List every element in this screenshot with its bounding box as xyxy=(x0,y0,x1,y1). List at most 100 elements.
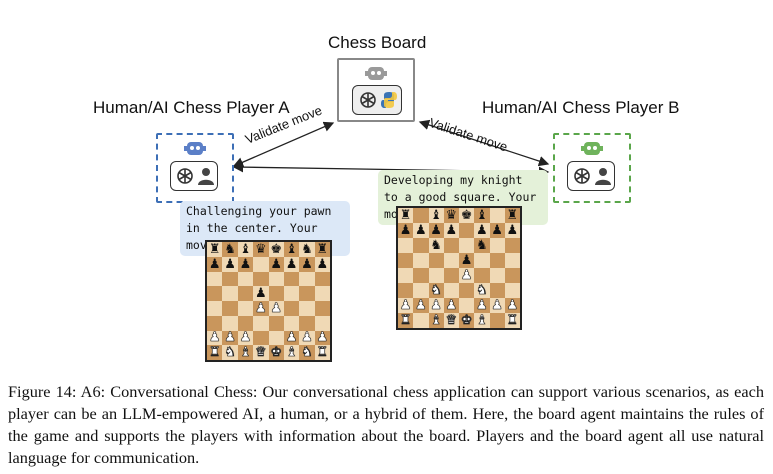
black-piece: ♜ xyxy=(316,241,329,257)
board-square: ♟ xyxy=(299,330,315,346)
board-square: ♟ xyxy=(283,256,300,272)
board-square xyxy=(253,330,269,346)
player-a-label: Human/AI Chess Player A xyxy=(93,98,290,117)
board-square: ♞ xyxy=(428,238,444,253)
board-square xyxy=(237,315,254,331)
white-piece: ♛ xyxy=(254,345,267,361)
board-square xyxy=(222,271,238,287)
board-square: ♞ xyxy=(222,242,238,257)
board-square: ♟ xyxy=(237,256,254,272)
board-square: ♞ xyxy=(474,238,490,253)
black-piece: ♟ xyxy=(239,256,252,272)
board-square: ♞ xyxy=(474,283,490,298)
white-piece: ♟ xyxy=(224,330,236,346)
board-square xyxy=(504,238,520,253)
board-square xyxy=(413,238,429,253)
board-square xyxy=(459,283,475,298)
black-piece: ♟ xyxy=(285,256,298,272)
board-square: ♜ xyxy=(504,313,520,328)
board-square xyxy=(398,283,414,298)
board-square: ♟ xyxy=(253,286,269,302)
board-square xyxy=(222,315,238,331)
board-square xyxy=(237,271,254,287)
black-piece: ♟ xyxy=(476,223,488,238)
white-piece: ♟ xyxy=(301,330,313,346)
board-square: ♛ xyxy=(443,313,459,328)
black-piece: ♚ xyxy=(460,208,473,223)
board-square: ♟ xyxy=(268,301,284,316)
black-piece: ♟ xyxy=(254,286,267,302)
white-piece: ♟ xyxy=(491,298,503,313)
board-square xyxy=(428,268,444,283)
board-square: ♝ xyxy=(428,313,444,328)
white-piece: ♚ xyxy=(460,313,473,328)
board-square xyxy=(489,268,505,283)
board-square xyxy=(398,253,414,268)
board-square: ♟ xyxy=(474,223,490,238)
black-piece: ♟ xyxy=(445,223,458,238)
board-square: ♟ xyxy=(504,223,520,238)
black-piece: ♞ xyxy=(301,241,313,257)
board-square: ♝ xyxy=(237,345,254,360)
white-piece: ♞ xyxy=(301,345,313,361)
board-square xyxy=(299,301,315,316)
board-square xyxy=(474,268,490,283)
board-square: ♟ xyxy=(398,223,414,238)
black-piece: ♟ xyxy=(224,256,236,272)
board-square: ♜ xyxy=(398,313,414,328)
board-square xyxy=(413,253,429,268)
white-piece: ♟ xyxy=(445,298,458,313)
black-piece: ♛ xyxy=(254,241,267,257)
board-square xyxy=(283,301,300,316)
board-square: ♟ xyxy=(222,330,238,346)
board-square: ♜ xyxy=(398,208,414,223)
white-piece: ♝ xyxy=(285,345,298,361)
robot-icon xyxy=(365,65,387,81)
board-square xyxy=(268,271,284,287)
black-piece: ♟ xyxy=(301,256,313,272)
board-square: ♟ xyxy=(314,330,330,346)
board-square xyxy=(398,238,414,253)
arrow-board-to-b xyxy=(418,119,550,167)
black-piece: ♟ xyxy=(208,256,221,272)
board-square: ♝ xyxy=(474,313,490,328)
board-square xyxy=(413,208,429,223)
board-square: ♚ xyxy=(268,242,284,257)
board-square: ♞ xyxy=(299,241,315,257)
black-piece: ♟ xyxy=(430,223,442,238)
robot-icon xyxy=(581,140,603,156)
board-square: ♝ xyxy=(283,242,300,257)
black-piece: ♜ xyxy=(208,241,221,257)
white-piece: ♟ xyxy=(399,298,412,313)
board-square xyxy=(222,301,238,316)
board-square xyxy=(474,253,490,268)
board-square xyxy=(268,286,284,301)
white-piece: ♛ xyxy=(445,313,458,328)
board-square xyxy=(268,330,284,346)
board-square: ♞ xyxy=(428,283,444,298)
board-square xyxy=(459,238,475,253)
board-square xyxy=(459,223,475,238)
board-square xyxy=(283,271,300,287)
chess-board-label: Chess Board xyxy=(328,33,427,52)
player-b-icon-panel xyxy=(567,161,615,191)
board-square: ♟ xyxy=(428,223,444,238)
chessboard-left: ♜♞♝♛♚♝♞♜♟♟♟♟♟♟♟♟♟♟♟♟♟♟♟♟♜♞♝♛♚♝♞♜ xyxy=(205,240,332,362)
white-piece: ♞ xyxy=(430,283,442,298)
openai-icon xyxy=(574,168,590,184)
board-square xyxy=(314,315,330,331)
white-piece: ♞ xyxy=(476,283,488,298)
board-square: ♞ xyxy=(299,345,315,361)
white-piece: ♜ xyxy=(399,313,412,328)
white-piece: ♚ xyxy=(270,345,283,361)
black-piece: ♟ xyxy=(399,223,412,238)
board-square xyxy=(299,315,315,331)
white-piece: ♟ xyxy=(316,330,329,346)
robot-icon xyxy=(184,140,206,156)
person-icon xyxy=(595,168,611,185)
board-square xyxy=(428,253,444,268)
board-square: ♟ xyxy=(428,298,444,313)
white-piece: ♜ xyxy=(506,313,519,328)
board-square xyxy=(443,268,459,283)
black-piece: ♟ xyxy=(270,256,283,272)
